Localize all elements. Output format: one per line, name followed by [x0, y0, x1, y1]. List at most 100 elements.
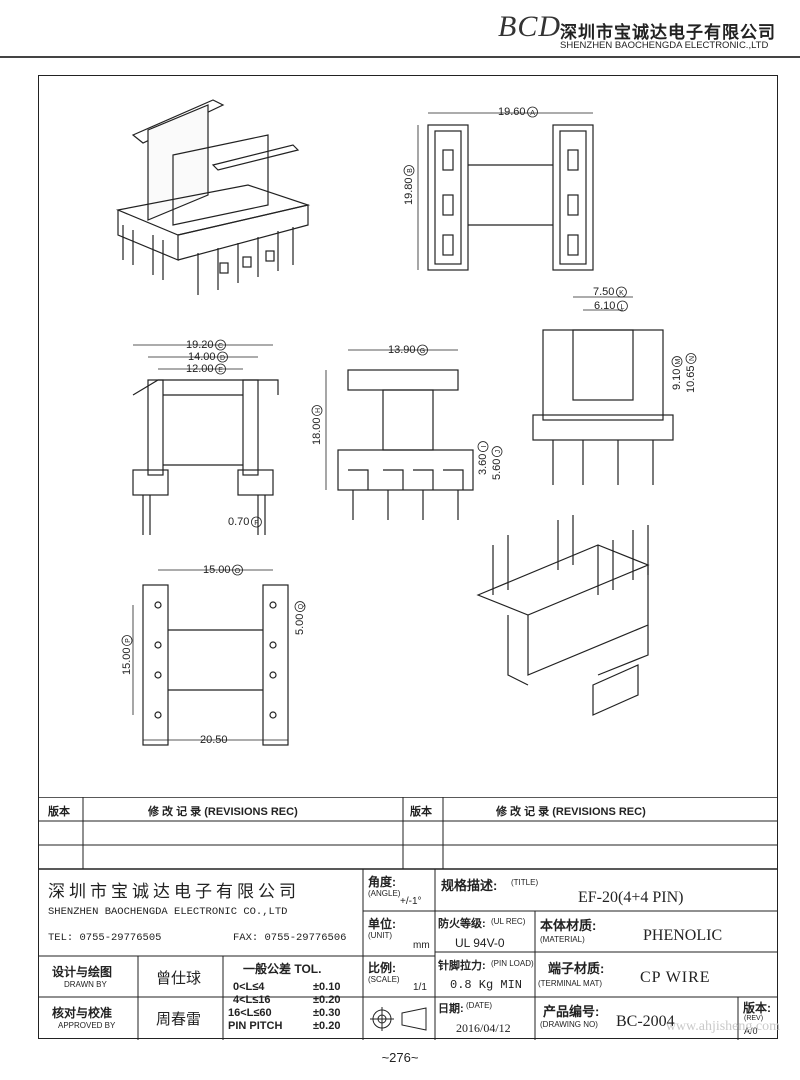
dim-e: 12.00 — [186, 363, 214, 375]
header-divider — [0, 56, 800, 58]
dim-letter-l: L — [617, 300, 628, 312]
isometric-view-top — [115, 99, 311, 295]
svg-text:P: P — [125, 638, 132, 643]
angle-label-en: (ANGLE) — [368, 889, 401, 898]
dim-q: 5.00 — [294, 614, 306, 635]
scale-label-en: (SCALE) — [368, 975, 400, 984]
dim-a: 19.60 — [498, 106, 526, 118]
svg-text:E: E — [218, 367, 223, 374]
dim-j: 5.60 — [491, 459, 503, 480]
date-label-en: (DATE) — [466, 1001, 493, 1010]
dim-letter-c: C — [215, 339, 226, 351]
svg-text:J: J — [495, 450, 502, 454]
svg-text:K: K — [619, 290, 624, 297]
tol-range-3: 16<L≤60 — [228, 1007, 272, 1019]
rev-label-en: (REV) — [744, 1015, 764, 1022]
pin-load-value: 0.8 Kg MIN — [450, 978, 523, 992]
revision-version-header: 版本 — [48, 806, 70, 818]
drawing-no-value: BC-2004 — [616, 1013, 675, 1030]
material-label: 本体材质: — [540, 918, 597, 933]
isometric-view-bottom — [476, 515, 650, 716]
svg-text:F: F — [254, 520, 258, 527]
watermark: www.ahjisheng.com — [665, 1019, 780, 1034]
terminal-value: CP WIRE — [640, 969, 711, 986]
unit-label-en: (UNIT) — [368, 931, 392, 940]
svg-text:L: L — [620, 304, 624, 311]
svg-text:D: D — [220, 355, 225, 362]
approved-by-label: 核对与校准 — [52, 1006, 113, 1020]
rev-value: A/0 — [744, 1026, 758, 1036]
dim-letter-q: Q — [294, 601, 306, 612]
dim-f: 0.70 — [228, 516, 249, 528]
company-logo: BCD — [498, 10, 561, 43]
dim-r: 20.50 — [200, 734, 228, 746]
drawn-by-label: 设计与绘图 — [52, 965, 113, 979]
dim-letter-k: K — [616, 286, 627, 298]
side-view-right — [532, 296, 674, 485]
company-name-cn: 深圳市宝诚达电子有限公司 — [560, 23, 776, 42]
revision-version-header-2: 版本 — [410, 806, 432, 818]
front-view — [325, 349, 474, 520]
top-view — [417, 112, 594, 271]
dim-o: 15.00 — [203, 564, 231, 576]
dim-letter-g: G — [417, 344, 428, 356]
tol-range-1: 0<L≤4 — [233, 981, 265, 993]
projection-symbol-icon — [370, 1007, 427, 1031]
material-value: PHENOLIC — [643, 927, 723, 944]
tol-value-1: ±0.10 — [313, 981, 341, 993]
dim-letter-m: M — [671, 356, 683, 367]
title-label: 规格描述: — [441, 878, 498, 893]
tol-range-4: PIN PITCH — [228, 1020, 283, 1032]
pcb-footprint-view — [132, 569, 289, 746]
part-title: EF-20(4+4 PIN) — [578, 889, 684, 906]
material-label-en: (MATERIAL) — [540, 935, 585, 944]
dim-letter-h: H — [311, 405, 323, 416]
dim-c: 19.20 — [186, 339, 214, 351]
scale-value: 1/1 — [413, 982, 427, 993]
revision-record-header: 修 改 记 录 (REVISIONS REC) — [148, 806, 298, 818]
dim-letter-a: A — [527, 106, 538, 118]
svg-text:G: G — [420, 348, 425, 355]
svg-text:B: B — [407, 168, 414, 173]
approved-by-value: 周春雷 — [156, 1012, 202, 1028]
dim-letter-o: O — [232, 564, 243, 576]
svg-text:A: A — [530, 110, 535, 117]
dim-h: 18.00 — [311, 417, 323, 445]
drawing-no-label: 产品编号: — [543, 1004, 600, 1019]
svg-text:H: H — [315, 408, 322, 413]
dim-letter-e: E — [215, 363, 226, 375]
title-block-grid — [38, 797, 778, 1040]
svg-text:I: I — [481, 446, 488, 448]
side-view-left — [132, 344, 279, 535]
dim-b: 19.80 — [403, 177, 415, 205]
dim-i: 3.60 — [477, 454, 489, 475]
pin-load-label: 针脚拉力: — [438, 960, 486, 972]
company-tel: TEL: 0755-29776505 — [48, 932, 162, 944]
dim-p: 15.00 — [121, 647, 133, 675]
date-label: 日期: — [438, 1003, 464, 1015]
ul-label: 防火等级: — [438, 918, 486, 930]
dim-g: 13.90 — [388, 344, 416, 356]
angle-value: +/-1° — [400, 896, 422, 907]
unit-value: mm — [413, 940, 430, 951]
company-name-en-block: SHENZHEN BAOCHENGDA ELECTRONIC CO.,LTD — [48, 906, 288, 918]
pin-load-label-en: (PIN LOAD) — [491, 959, 534, 968]
tol-range-2: 4<L≤16 — [233, 994, 271, 1006]
drawn-by-label-en: DRAWN BY — [64, 980, 107, 989]
drawing-no-label-en: (DRAWING NO) — [540, 1020, 598, 1029]
title-label-en: (TITLE) — [511, 878, 539, 887]
drawing-frame — [38, 75, 778, 1039]
dim-letter-f: F — [251, 516, 262, 528]
angle-label: 角度: — [368, 875, 396, 889]
svg-text:Q: Q — [298, 603, 305, 609]
approved-by-label-en: APPROVED BY — [58, 1021, 116, 1030]
dim-m: 9.10 — [671, 369, 683, 390]
dim-n: 10.65 — [685, 365, 697, 393]
scale-label: 比例: — [368, 961, 396, 975]
company-fax: FAX: 0755-29776506 — [233, 932, 347, 944]
dim-l: 6.10 — [594, 300, 615, 312]
svg-text:C: C — [218, 343, 223, 350]
drawn-by-value: 曾仕球 — [156, 971, 202, 987]
dim-letter-d: D — [217, 351, 228, 363]
